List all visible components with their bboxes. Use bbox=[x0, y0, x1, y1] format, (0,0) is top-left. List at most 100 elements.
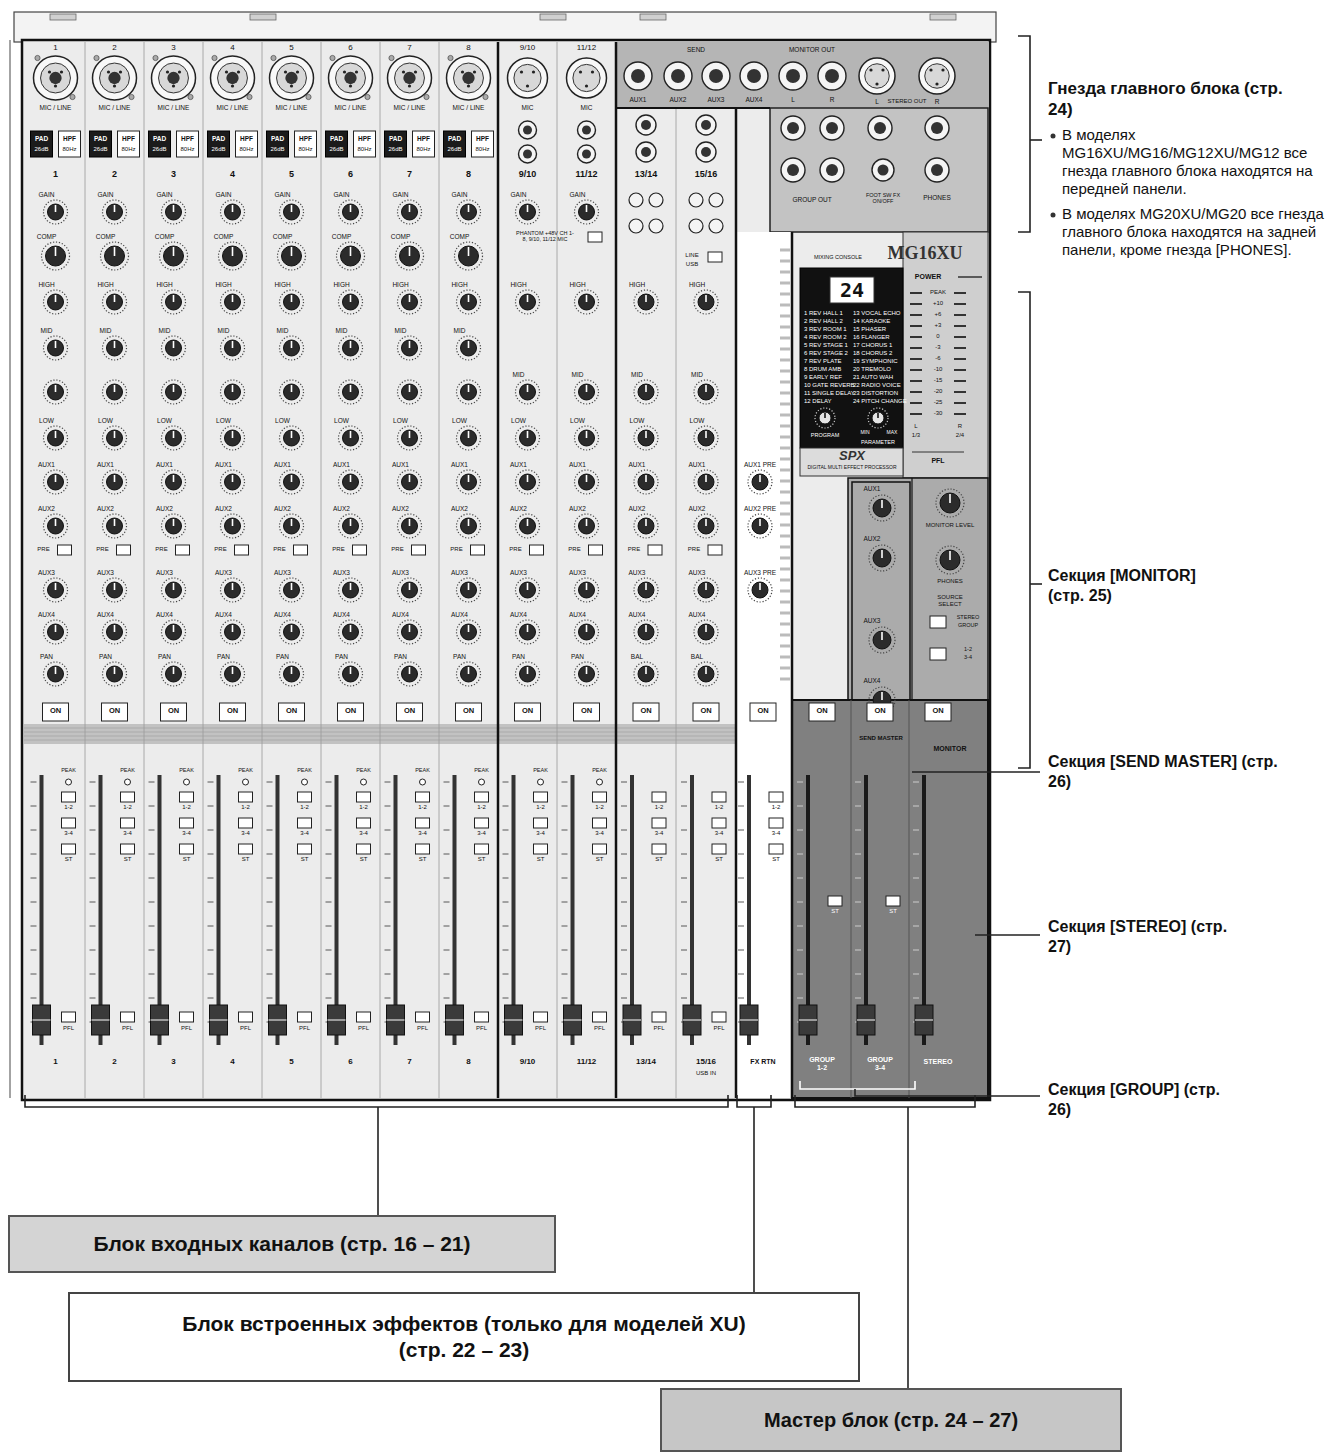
knob bbox=[461, 624, 477, 640]
knob-label: MID bbox=[513, 371, 525, 378]
knob-scale bbox=[694, 380, 718, 404]
knob-label: AUX4 bbox=[392, 611, 409, 618]
knob-label: MID bbox=[691, 371, 703, 378]
assign-label: ST bbox=[715, 856, 723, 863]
button bbox=[475, 1012, 489, 1022]
panel-label: POWER bbox=[915, 273, 941, 281]
button bbox=[471, 545, 485, 555]
assign-label: ST bbox=[419, 856, 427, 863]
fader-scale bbox=[681, 926, 687, 927]
on-button bbox=[633, 703, 659, 721]
meter-panel bbox=[903, 232, 988, 478]
knob-label: AUX1 bbox=[510, 461, 527, 468]
knob-label: AUX2 bbox=[569, 505, 586, 512]
phone-jack bbox=[636, 115, 656, 135]
fader-scale bbox=[444, 806, 450, 807]
knob-label: HIGH bbox=[629, 281, 645, 288]
knob-scale bbox=[221, 426, 245, 450]
on-label: ON bbox=[816, 707, 827, 715]
knob-pointer bbox=[705, 583, 707, 590]
knob-pointer bbox=[586, 205, 588, 212]
knob-pointer bbox=[409, 341, 411, 348]
fader-scale bbox=[797, 998, 803, 999]
channel-number: 7 bbox=[407, 1058, 411, 1067]
panel-label: 3-4 bbox=[964, 654, 972, 660]
panel-label: -3 bbox=[935, 344, 940, 351]
channel-number: 3 bbox=[171, 1058, 175, 1067]
knob-pointer bbox=[705, 519, 707, 526]
fader-scale bbox=[90, 950, 96, 951]
knob-label: AUX2 bbox=[510, 505, 527, 512]
knob-label: GAIN bbox=[511, 191, 527, 198]
xlr-jack bbox=[152, 56, 196, 100]
knob-scale bbox=[869, 545, 895, 571]
channel-number: 1 bbox=[53, 44, 57, 53]
pfl-label: PFL bbox=[535, 1025, 546, 1032]
knob-pointer bbox=[114, 341, 116, 348]
button bbox=[652, 792, 666, 802]
button bbox=[769, 818, 783, 828]
fader-cap bbox=[857, 1005, 875, 1035]
knob bbox=[225, 582, 241, 598]
button bbox=[176, 545, 190, 555]
knob-pointer bbox=[232, 475, 234, 482]
knob-label: PRE bbox=[155, 546, 167, 553]
xlr-pin bbox=[54, 84, 57, 87]
chassis-side bbox=[9, 40, 10, 1098]
xlr-pin bbox=[473, 70, 476, 73]
panel-label: 1-2 bbox=[964, 646, 972, 652]
fader-cap-line bbox=[151, 1019, 169, 1020]
fader-scale bbox=[562, 806, 568, 807]
assign-label: 1-2 bbox=[715, 804, 724, 811]
knob-scale bbox=[44, 290, 68, 314]
on-button bbox=[279, 703, 305, 721]
knob-pointer bbox=[291, 341, 293, 348]
strip-divider bbox=[262, 42, 263, 1098]
phone-jack bbox=[820, 158, 844, 182]
phone-jack bbox=[578, 145, 596, 163]
knob bbox=[520, 384, 536, 400]
xlr-socket bbox=[218, 63, 248, 93]
peak-led bbox=[302, 779, 308, 785]
fader-scale bbox=[31, 974, 37, 975]
knob bbox=[520, 294, 536, 310]
program-entry: 5 REV STAGE 1 bbox=[804, 342, 848, 349]
knob-label: AUX2 bbox=[333, 505, 350, 512]
knob-pointer bbox=[705, 475, 707, 482]
section-frame bbox=[497, 42, 500, 1098]
on-label: ON bbox=[874, 707, 885, 715]
peak-led bbox=[479, 779, 485, 785]
knob-scale bbox=[221, 470, 245, 494]
xlr-pin bbox=[881, 68, 884, 71]
program-entry: 24 PITCH CHANGE bbox=[853, 398, 907, 405]
fader-cap bbox=[915, 1005, 933, 1035]
button bbox=[353, 545, 367, 555]
phone-jack-hole bbox=[582, 150, 591, 159]
knob-pointer bbox=[527, 625, 529, 632]
knob-scale bbox=[101, 242, 129, 270]
knob-pointer bbox=[55, 519, 57, 526]
xlr-pin bbox=[869, 68, 872, 71]
knob-label: HIGH bbox=[97, 281, 113, 288]
knob bbox=[107, 582, 123, 598]
knob-label: PRE bbox=[509, 546, 521, 553]
xlr-pin bbox=[875, 82, 878, 85]
knob bbox=[225, 474, 241, 490]
knob bbox=[520, 666, 536, 682]
panel-label: L bbox=[914, 423, 917, 430]
knob bbox=[520, 518, 536, 534]
assign-label: ST bbox=[360, 856, 368, 863]
knob-pointer bbox=[350, 625, 352, 632]
assign-label: ST bbox=[596, 856, 604, 863]
knob-label: MID bbox=[395, 327, 407, 334]
knob-scale bbox=[634, 426, 658, 450]
fader-scale bbox=[31, 830, 37, 831]
knob-label: LOW bbox=[630, 417, 645, 424]
knob bbox=[284, 430, 300, 446]
knob-pointer bbox=[232, 625, 234, 632]
panel-label: 0 bbox=[936, 333, 939, 340]
strip-divider bbox=[203, 42, 204, 1098]
hpf-button bbox=[472, 131, 494, 157]
assign-label: 1-2 bbox=[477, 804, 486, 811]
xlr-socket bbox=[159, 63, 189, 93]
